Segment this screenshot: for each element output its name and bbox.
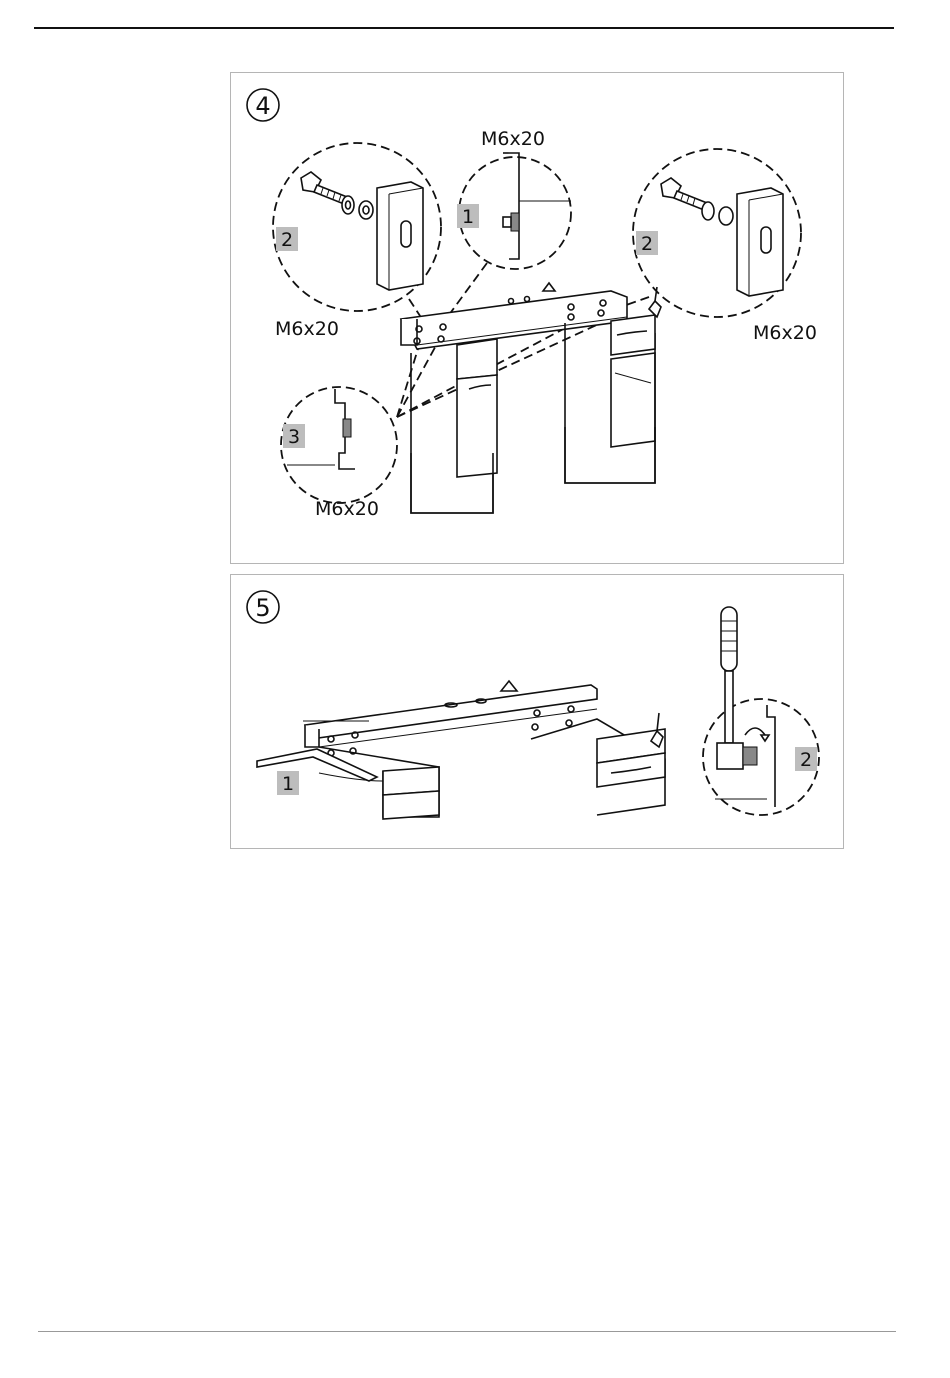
tag-5-right: 2 [800,749,812,771]
step-4-number: 4 [255,92,270,120]
rotate-arrow-icon [745,728,765,735]
label-left: M6x20 [275,318,339,340]
right-cabinet-step5 [531,713,665,815]
step-5-panel: 5 [230,574,844,849]
tag-center: 1 [462,206,474,228]
label-right: M6x20 [753,322,817,344]
flat-washer-icon [359,201,373,219]
bracket-icon-right [737,188,783,296]
header-rule [34,27,894,29]
lock-washer-icon [342,196,354,214]
worktop-beam-step5 [303,681,597,756]
bolt-icon-right [661,178,707,210]
step-5-illustration: 5 [231,575,845,850]
tag-right: 2 [641,233,653,255]
footer-rule [38,1331,896,1332]
left-cabinet [411,339,497,513]
tag-bottom: 3 [288,426,300,448]
worktop-beam [401,283,627,349]
step-4-panel: 4 [230,72,844,564]
tag-left: 2 [281,229,293,251]
label-top-center: M6x20 [481,128,545,150]
bracket-icon [377,182,423,290]
detail-circle-screwdriver: 2 [703,607,819,815]
step-4-number-badge: 4 [247,89,279,121]
detail-circle-left: 2 [273,143,441,311]
step-5-number: 5 [255,594,270,622]
flat-washer-icon-right [719,207,733,225]
detail-circle-center: 1 [457,153,571,269]
detail-circle-bottom: 3 [281,387,397,503]
screwdriver-icon [721,607,737,743]
bolt-icon [301,172,347,204]
tag-5-left: 1 [282,773,294,795]
detail-circle-right: 2 [633,149,801,317]
lock-washer-icon-right [702,202,714,220]
step-5-number-badge: 5 [247,591,279,623]
step-4-illustration: 4 [231,73,845,565]
label-bottom: M6x20 [315,498,379,520]
